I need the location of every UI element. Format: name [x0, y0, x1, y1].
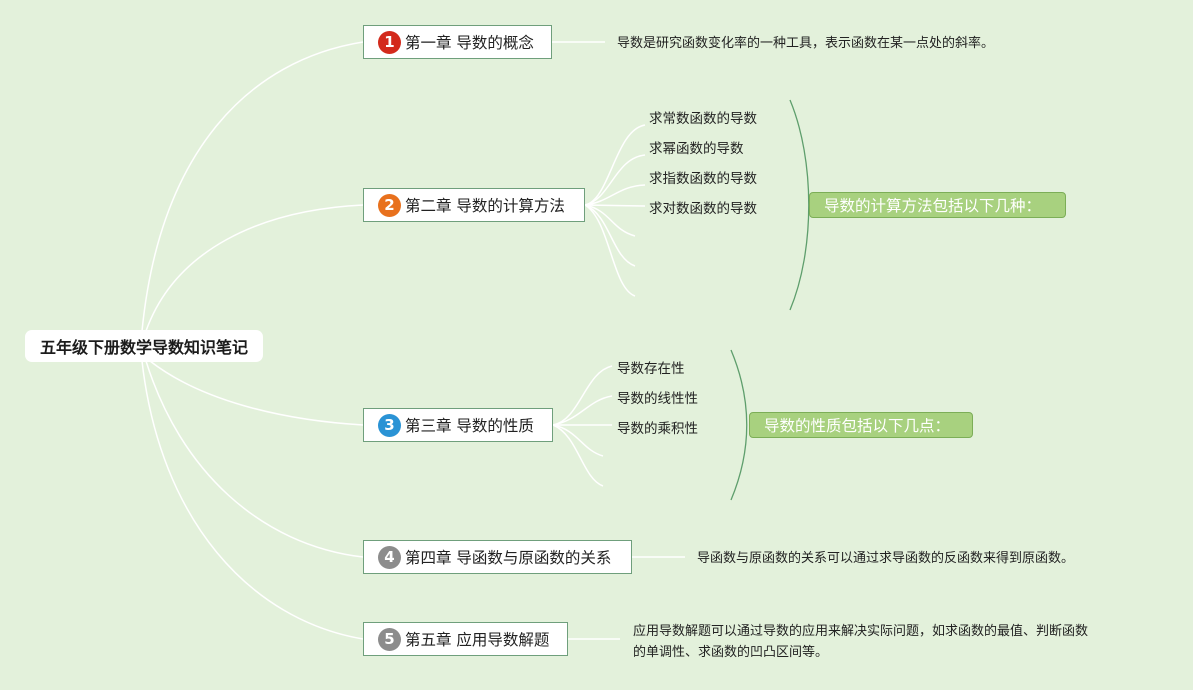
connector-ch2-blank-0 — [584, 204, 636, 237]
connector-ch2-item-3 — [584, 204, 646, 207]
chapter-5-note: 应用导数解题可以通过导数的应用来解决实际问题，如求函数的最值、判断函数 的单调性… — [633, 621, 1088, 663]
connector-ch3-blank-1 — [552, 424, 604, 487]
bracket-ch2 — [789, 99, 810, 311]
chapter-2-item[interactable]: 求幂函数的导数 — [649, 141, 744, 157]
connector-ch2-item-1 — [584, 154, 646, 206]
number-badge: 3 — [378, 413, 401, 437]
bracket-ch3 — [730, 349, 748, 501]
connector-ch3-item-0 — [552, 365, 613, 426]
chapter-3-summary[interactable]: 导数的性质包括以下几点： — [749, 412, 973, 438]
connector-root-ch3 — [149, 360, 364, 426]
chapter-5-note-line: 应用导数解题可以通过导数的应用来解决实际问题，如求函数的最值、判断函数 — [633, 624, 1089, 639]
chapter-3-item[interactable]: 导数的线性性 — [617, 391, 698, 407]
connector-root-ch5 — [141, 360, 364, 640]
number-badge: 4 — [378, 545, 401, 569]
connector-ch2-item-0 — [584, 124, 646, 206]
chapter-title: 第四章 导函数与原函数的关系 — [405, 549, 612, 567]
number-badge: 2 — [378, 193, 401, 217]
number-badge: 1 — [378, 30, 401, 54]
connector-ch2-blank-1 — [584, 204, 636, 267]
connector-ch3-blank-0 — [552, 424, 604, 457]
chapter-5-node[interactable]: 5 第五章 应用导数解题 — [363, 622, 568, 656]
chapter-title: 第二章 导数的计算方法 — [405, 197, 565, 215]
connector-ch2-item-2 — [584, 184, 646, 206]
chapter-3-item[interactable]: 导数存在性 — [617, 361, 685, 377]
chapter-title: 第五章 应用导数解题 — [405, 631, 550, 649]
chapter-1-node[interactable]: 1 第一章 导数的概念 — [363, 25, 552, 59]
connector-root-ch4 — [145, 360, 364, 558]
root-node[interactable]: 五年级下册数学导数知识笔记 — [25, 330, 263, 362]
chapter-2-item[interactable]: 求指数函数的导数 — [649, 171, 757, 187]
chapter-2-summary[interactable]: 导数的计算方法包括以下几种： — [809, 192, 1066, 218]
chapter-2-node[interactable]: 2 第二章 导数的计算方法 — [363, 188, 585, 222]
chapter-title: 第一章 导数的概念 — [405, 34, 534, 52]
number-badge: 5 — [378, 627, 401, 651]
connector-ch3-item-1 — [552, 395, 613, 426]
chapter-title: 第三章 导数的性质 — [405, 417, 534, 435]
chapter-3-item[interactable]: 导数的乘积性 — [617, 421, 698, 437]
chapter-3-node[interactable]: 3 第三章 导数的性质 — [363, 408, 553, 442]
connector-ch2-blank-2 — [584, 204, 636, 297]
chapter-2-item[interactable]: 求常数函数的导数 — [649, 111, 757, 127]
chapter-4-node[interactable]: 4 第四章 导函数与原函数的关系 — [363, 540, 632, 574]
chapter-2-item[interactable]: 求对数函数的导数 — [649, 201, 757, 217]
chapter-5-note-line: 的单调性、求函数的凹凸区间等。 — [633, 645, 829, 660]
chapter-4-note: 导函数与原函数的关系可以通过求导函数的反函数来得到原函数。 — [697, 551, 1075, 566]
connector-root-ch1 — [141, 41, 364, 332]
chapter-1-note: 导数是研究函数变化率的一种工具，表示函数在某一点处的斜率。 — [617, 36, 995, 51]
connector-root-ch2 — [145, 204, 364, 332]
